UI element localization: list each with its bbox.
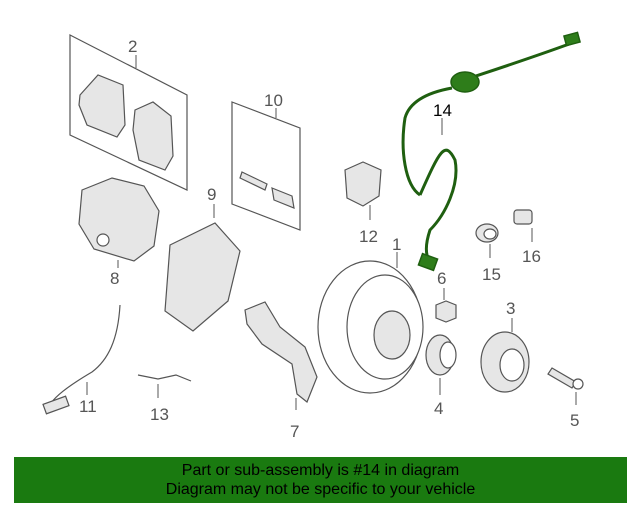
part-1-brake-rotor[interactable] <box>317 252 424 394</box>
part-5-bolt[interactable] <box>547 367 584 405</box>
callout-6[interactable]: 6 <box>437 269 446 288</box>
callout-11[interactable]: 11 <box>79 397 97 416</box>
callout-15[interactable]: 15 <box>482 265 501 284</box>
callout-9[interactable]: 9 <box>207 185 216 204</box>
part-10-guide-pin-kit[interactable] <box>231 101 301 231</box>
part-info-banner: Part or sub-assembly is #14 in diagram D… <box>14 457 627 503</box>
part-2-brake-pads[interactable] <box>69 34 188 191</box>
callout-12[interactable]: 12 <box>359 227 378 246</box>
callout-13[interactable]: 13 <box>150 405 169 424</box>
part-6-nut[interactable] <box>435 288 457 323</box>
part-9-caliper-bracket[interactable] <box>164 204 241 332</box>
banner-line-2: Diagram may not be specific to your vehi… <box>165 481 476 498</box>
part-11-brake-hose[interactable] <box>42 304 121 415</box>
part-8-brake-caliper[interactable] <box>78 177 160 268</box>
banner-line-1: Part or sub-assembly is #14 in diagram <box>181 462 460 479</box>
callout-14[interactable]: 14 <box>433 101 452 120</box>
part-16-clip[interactable] <box>513 209 533 242</box>
exploded-parts-diagram: 2 10 8 9 7 11 13 12 <box>42 31 584 441</box>
part-4-wheel-bearing[interactable] <box>425 334 457 395</box>
part-7-splash-shield[interactable] <box>244 301 318 410</box>
part-14-abs-sensor[interactable] <box>401 31 581 272</box>
part-3-wheel-hub[interactable] <box>480 318 530 393</box>
callout-10[interactable]: 10 <box>264 91 283 110</box>
callout-4[interactable]: 4 <box>434 399 443 418</box>
callout-5[interactable]: 5 <box>570 411 579 430</box>
callout-7[interactable]: 7 <box>290 422 299 441</box>
part-12-mounting-bracket[interactable] <box>344 161 382 220</box>
callout-8[interactable]: 8 <box>110 269 119 288</box>
part-13-wear-sensor[interactable] <box>137 374 192 398</box>
callout-3[interactable]: 3 <box>506 299 515 318</box>
callout-1[interactable]: 1 <box>392 235 401 254</box>
callout-2[interactable]: 2 <box>128 37 137 56</box>
callout-16[interactable]: 16 <box>522 247 541 266</box>
part-15-cap[interactable] <box>475 223 499 258</box>
